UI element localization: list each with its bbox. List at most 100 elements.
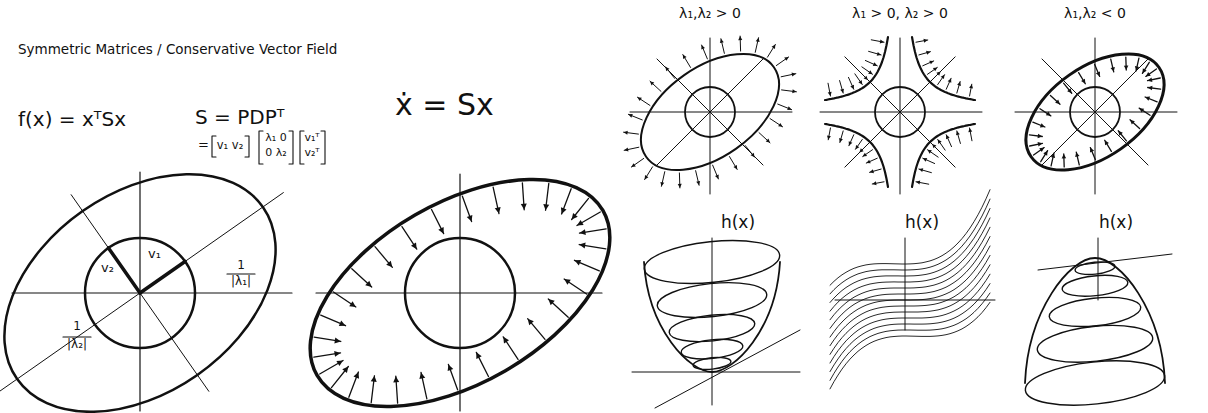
gradient-arrow <box>320 361 343 375</box>
gradient-arrow <box>855 139 862 149</box>
gradient-arrow <box>375 247 392 268</box>
axis-line <box>905 238 906 330</box>
gradient-arrow <box>778 104 792 110</box>
unit-circle <box>1070 87 1120 137</box>
gradient-arrow <box>863 150 873 157</box>
gradient-arrow <box>333 292 355 307</box>
arrow-head <box>880 40 884 44</box>
contour-ellipse <box>1023 355 1167 411</box>
arrow-head <box>701 45 705 49</box>
arrow-head <box>1124 65 1128 70</box>
axis-line <box>1098 238 1099 300</box>
arrow-head <box>1081 79 1085 84</box>
arrow-head <box>873 62 877 66</box>
arrow-head <box>933 67 937 71</box>
eigen-axis <box>1042 59 1148 165</box>
gradient-arrow <box>637 97 650 105</box>
arrow-head <box>1111 67 1115 72</box>
contour-ellipse <box>1035 320 1154 367</box>
fraction-part: 1 <box>237 259 245 273</box>
gradient-arrow <box>631 158 643 167</box>
arrow-head <box>528 319 534 326</box>
gradient-arrow <box>448 364 457 389</box>
vector-label: v₁ <box>148 247 161 262</box>
arrow-head <box>631 163 635 167</box>
gradient-arrow <box>938 139 945 150</box>
gradient-arrow <box>957 82 960 94</box>
axis-line <box>12 292 292 293</box>
arrow-head <box>1139 108 1144 112</box>
arrow-head <box>720 39 724 43</box>
contour-ellipse <box>693 356 732 371</box>
gradient-arrow <box>402 227 417 250</box>
eigen-axis <box>0 193 283 394</box>
saddle-curve <box>830 302 990 389</box>
gradient-arrow <box>919 52 931 55</box>
gradient-arrow <box>1146 69 1157 76</box>
gradient-arrow <box>923 158 935 163</box>
arrow-head <box>1055 100 1060 105</box>
gradient-arrow <box>321 315 346 326</box>
panel-heading: λ₁ > 0, λ₂ > 0 <box>852 5 948 21</box>
level-ellipse <box>272 133 648 413</box>
matrix-bracket <box>259 131 263 164</box>
gradient-arrow <box>1050 95 1060 104</box>
gradient-arrow <box>349 372 359 397</box>
arrow-head <box>564 279 571 285</box>
arrow-head <box>941 75 945 79</box>
matrix-entry: λ₁ 0 <box>265 132 286 145</box>
fraction-part: |λ₁| <box>231 275 251 289</box>
gradient-arrow <box>923 61 934 66</box>
eigen-axis <box>71 195 209 392</box>
surface-outline <box>644 262 780 372</box>
unit-circle <box>685 87 735 137</box>
gradient-arrow <box>1041 151 1048 162</box>
arrow-head <box>334 338 340 344</box>
arrow-head <box>840 89 844 93</box>
gradient-arrow <box>770 119 783 127</box>
gradient-arrow <box>776 57 788 66</box>
saddle-curve <box>830 246 990 337</box>
gradient-arrow <box>574 260 599 271</box>
arrow-head <box>579 229 585 235</box>
gradient-arrow <box>462 196 471 221</box>
arrow-head <box>929 61 933 65</box>
unit-circle <box>85 238 195 348</box>
gradient-arrow <box>840 81 844 93</box>
arrow-head <box>751 153 755 157</box>
gradient-arrow <box>932 144 941 153</box>
arrow-head <box>665 67 669 71</box>
saddle-curve <box>830 255 990 345</box>
arrow-head <box>859 148 863 152</box>
gradient-arrow <box>1130 120 1140 129</box>
arrow-head <box>863 153 867 157</box>
gradient-arrow <box>946 135 951 147</box>
arrow-head <box>877 52 881 56</box>
arrow-head <box>1075 152 1079 157</box>
arrow-head <box>866 160 870 164</box>
arrow-head <box>792 89 796 93</box>
matrix-bracket <box>300 131 304 164</box>
gradient-arrow <box>869 51 882 55</box>
page-title: Symmetric Matrices / Conservative Vector… <box>18 42 337 58</box>
gradient-arrow <box>1064 83 1072 93</box>
arrow-head <box>1142 68 1146 73</box>
matrix-entry: 0 λ₂ <box>265 147 286 160</box>
axis-line <box>655 330 800 408</box>
matrix-entry: v₁ v₂ <box>217 139 244 152</box>
arrow-head <box>839 138 843 142</box>
arrow-head <box>787 106 791 110</box>
arrow-head <box>858 80 862 84</box>
arrow-head <box>855 145 859 149</box>
gradient-arrow <box>702 45 708 59</box>
gradient-arrow <box>1142 62 1149 73</box>
gradient-arrow <box>866 158 877 163</box>
eigenvector <box>140 261 185 293</box>
gradient-arrow <box>1090 148 1095 160</box>
eigen-axis <box>657 59 763 165</box>
arrow-head <box>1145 97 1150 101</box>
axis-line <box>316 292 602 293</box>
arrow-head <box>365 281 371 287</box>
arrow-head <box>1105 140 1109 145</box>
eigen-axis <box>845 57 955 167</box>
